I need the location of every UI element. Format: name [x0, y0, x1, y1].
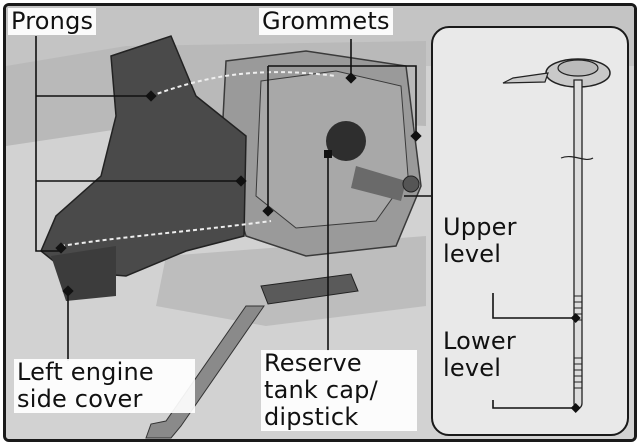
prong-marker-middle	[235, 175, 247, 187]
grommets-label: Grommets	[259, 8, 393, 35]
prong-path-lower	[60, 220, 272, 247]
reserve-tank-cap-label: Reserve tank cap/ dipstick	[261, 350, 417, 431]
diagram-frame: Prongs Grommets Left engine side cover R…	[3, 3, 637, 442]
dipstick-lower-marks	[574, 357, 582, 389]
upper-level-leader	[492, 293, 575, 319]
reserve-tank-cap	[326, 121, 366, 161]
left-engine-side-cover	[40, 35, 247, 277]
dipstick-cap-top	[557, 59, 599, 77]
prongs-label: Prongs	[8, 8, 97, 35]
reserve-tank	[351, 166, 406, 201]
lower-frame	[156, 236, 426, 326]
prong-marker-lower	[55, 242, 67, 254]
lower-level-leader	[492, 400, 575, 409]
left-engine-side-cover-label: Left engine side cover	[14, 359, 195, 413]
reserve-tank-marker	[324, 150, 332, 158]
reserve-tank-fitting	[402, 175, 420, 193]
upper-level-label: Upper level	[443, 213, 517, 268]
dipstick-upper-marks	[574, 295, 582, 321]
dipstick-rod	[573, 79, 583, 409]
prong-path-upper	[150, 71, 337, 97]
dipstick-seal	[560, 155, 594, 161]
grommets-leader-bar	[268, 65, 417, 136]
grommet-marker-left	[262, 205, 274, 217]
dipstick-cap-tab	[502, 72, 549, 84]
footpeg	[260, 273, 359, 305]
kickstand	[145, 305, 265, 439]
dipstick-detail-inset	[431, 26, 629, 436]
lower-level-label: Lower level	[443, 327, 516, 382]
dipstick-illustration	[492, 58, 611, 413]
prongs-leader-main	[35, 36, 61, 252]
